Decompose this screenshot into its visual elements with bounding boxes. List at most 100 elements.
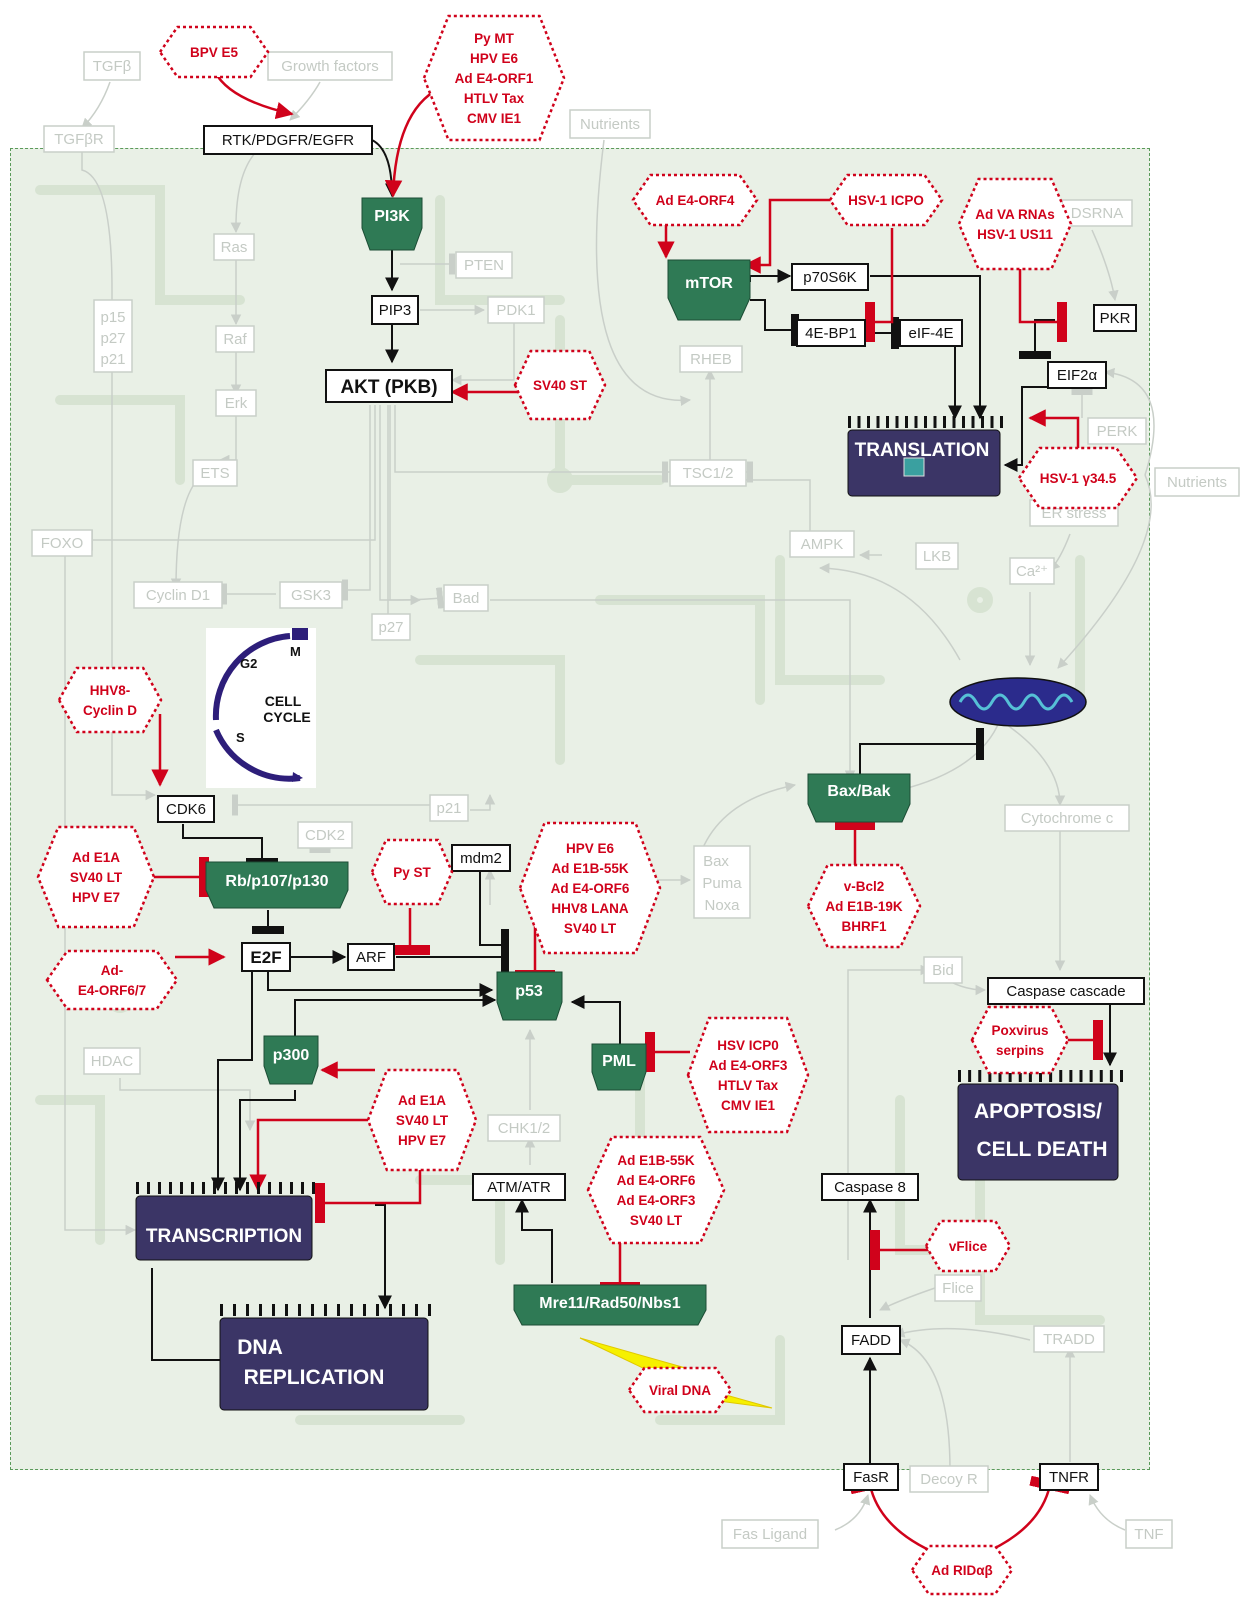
viral-ad-orf4-hexagon: Ad E4-ORF4 bbox=[631, 173, 759, 227]
cyclin-d1-node: Cyclin D1 bbox=[133, 581, 223, 609]
svg-text:S: S bbox=[236, 730, 245, 745]
dna-replication-chip: DNA REPLICATION bbox=[219, 1304, 431, 1411]
viral-protein-label: vFlice bbox=[949, 1239, 988, 1254]
viral-protein-label: Ad E1A bbox=[398, 1093, 446, 1108]
p300-node: p300 bbox=[263, 1035, 319, 1085]
viral-protein-label: HHV8 LANA bbox=[551, 901, 629, 916]
svg-text:RTK/PDGFR/EGFR: RTK/PDGFR/EGFR bbox=[222, 132, 354, 149]
svg-text:TNFR: TNFR bbox=[1049, 1469, 1089, 1486]
viral-protein-label: Ad VA RNAs bbox=[975, 207, 1055, 222]
viral-protein-label: HPV E7 bbox=[72, 890, 120, 905]
viral-e1a-mid-hexagon: Ad E1A SV40 LT HPV E7 bbox=[366, 1068, 478, 1172]
svg-text:p27: p27 bbox=[100, 330, 125, 347]
viral-protein-label: SV40 LT bbox=[630, 1213, 683, 1228]
viral-hexagon-outline bbox=[957, 177, 1073, 271]
viral-pyst-hexagon: Py ST bbox=[370, 838, 454, 906]
viral-protein-label: SV40 LT bbox=[396, 1113, 449, 1128]
p15-p27-p21-node: p15 p27 p21 bbox=[93, 299, 133, 373]
chk-node: CHK1/2 bbox=[487, 1114, 561, 1142]
tgfb-node: TGFβ bbox=[83, 51, 141, 81]
viral-hsv-g-hexagon: HSV-1 γ34.5 bbox=[1017, 446, 1139, 510]
svg-text:G2: G2 bbox=[240, 656, 257, 671]
viral-protein-label: HSV-1 US11 bbox=[977, 227, 1053, 242]
svg-text:TNF: TNF bbox=[1134, 1526, 1163, 1543]
viral-hexagon-outline bbox=[686, 1016, 810, 1134]
svg-text:Raf: Raf bbox=[223, 331, 247, 348]
svg-text:TSC1/2: TSC1/2 bbox=[683, 465, 734, 482]
svg-text:CELL DEATH: CELL DEATH bbox=[976, 1138, 1107, 1161]
svg-text:p21: p21 bbox=[100, 351, 125, 368]
mdm2-node: mdm2 bbox=[451, 844, 511, 872]
viral-protein-label: v-Bcl2 bbox=[844, 879, 885, 894]
pten-node: PTEN bbox=[455, 251, 513, 279]
viral-protein-label: HPV E7 bbox=[398, 1133, 446, 1148]
svg-text:CHK1/2: CHK1/2 bbox=[498, 1120, 551, 1137]
fadd-node: FADD bbox=[841, 1325, 901, 1355]
viral-hexagon-outline bbox=[422, 14, 566, 142]
viral-hexagon-outline bbox=[627, 1366, 733, 1414]
svg-text:PIP3: PIP3 bbox=[379, 302, 412, 319]
fas-ligand-node: Fas Ligand bbox=[721, 1519, 819, 1549]
svg-text:p53: p53 bbox=[515, 983, 543, 1000]
svg-text:p70S6K: p70S6K bbox=[803, 269, 856, 286]
mre11-node: Mre11/Rad50/Nbs1 bbox=[513, 1284, 707, 1326]
viral-protein-label: Ad E4-ORF6 bbox=[617, 1173, 696, 1188]
svg-text:Ras: Ras bbox=[221, 239, 248, 256]
bax-bak-node: Bax/Bak bbox=[807, 773, 911, 823]
foxo-node: FOXO bbox=[31, 529, 93, 557]
svg-text:HDAC: HDAC bbox=[91, 1053, 134, 1070]
svg-text:Fas Ligand: Fas Ligand bbox=[733, 1526, 807, 1543]
viral-protein-label: SV40 ST bbox=[533, 378, 588, 393]
viral-protein-label: HPV E6 bbox=[470, 51, 519, 66]
viral-hexagon-outline bbox=[518, 821, 662, 955]
viral-protein-label: Ad E1A bbox=[72, 850, 120, 865]
rtk-node: RTK/PDGFR/EGFR bbox=[203, 125, 373, 155]
viral-protein-label: Py MT bbox=[474, 31, 515, 46]
svg-text:CYCLE: CYCLE bbox=[263, 709, 310, 725]
p27-node: p27 bbox=[371, 613, 411, 641]
ca-node: Ca²⁺ bbox=[1009, 557, 1055, 585]
svg-text:M: M bbox=[290, 644, 301, 659]
nutrients-right-node: Nutrients bbox=[1154, 467, 1240, 497]
svg-text:CELL: CELL bbox=[265, 693, 302, 709]
svg-text:Flice: Flice bbox=[942, 1280, 974, 1297]
svg-text:Nutrients: Nutrients bbox=[580, 116, 640, 133]
svg-text:FasR: FasR bbox=[853, 1469, 889, 1486]
svg-text:CDK6: CDK6 bbox=[166, 801, 206, 818]
dsrna-node: DSRNA bbox=[1061, 199, 1133, 227]
viral-protein-label: HSV-1 ICPO bbox=[848, 193, 924, 208]
svg-text:Puma: Puma bbox=[702, 875, 742, 892]
fasr-node: FasR bbox=[843, 1463, 899, 1491]
svg-text:TRADD: TRADD bbox=[1043, 1331, 1095, 1348]
svg-text:PTEN: PTEN bbox=[464, 257, 504, 274]
svg-text:TRANSCRIPTION: TRANSCRIPTION bbox=[146, 1226, 302, 1247]
svg-text:Bax/Bak: Bax/Bak bbox=[827, 783, 890, 800]
bax-puma-noxa-node: Bax Puma Noxa bbox=[693, 845, 751, 919]
e2f-node: E2F bbox=[241, 942, 291, 972]
svg-text:TRANSLATION: TRANSLATION bbox=[855, 440, 990, 461]
svg-text:p300: p300 bbox=[273, 1047, 310, 1064]
raf-node: Raf bbox=[215, 325, 255, 353]
svg-text:Erk: Erk bbox=[225, 395, 248, 412]
viral-bpv-hexagon: BPV E5 bbox=[158, 25, 270, 79]
viral-protein-label: Cyclin D bbox=[83, 703, 137, 718]
svg-text:Cyclin D1: Cyclin D1 bbox=[146, 587, 210, 604]
viral-hsv-icpo-hexagon: HSV-1 ICPO bbox=[828, 173, 944, 227]
viral-protein-label: Viral DNA bbox=[649, 1383, 711, 1398]
pdk1-node: PDK1 bbox=[487, 296, 545, 324]
svg-text:Bax: Bax bbox=[703, 853, 729, 870]
svg-text:PERK: PERK bbox=[1097, 423, 1138, 440]
svg-text:Noxa: Noxa bbox=[704, 897, 740, 914]
svg-text:Ca²⁺: Ca²⁺ bbox=[1016, 563, 1048, 580]
viral-protein-label: Ad E4-ORF6 bbox=[551, 881, 630, 896]
svg-text:Growth factors: Growth factors bbox=[281, 58, 379, 75]
viral-orf67-hexagon: Ad-E4-ORF6/7 bbox=[45, 949, 179, 1011]
svg-text:LKB: LKB bbox=[923, 548, 951, 565]
svg-text:mTOR: mTOR bbox=[685, 275, 733, 292]
